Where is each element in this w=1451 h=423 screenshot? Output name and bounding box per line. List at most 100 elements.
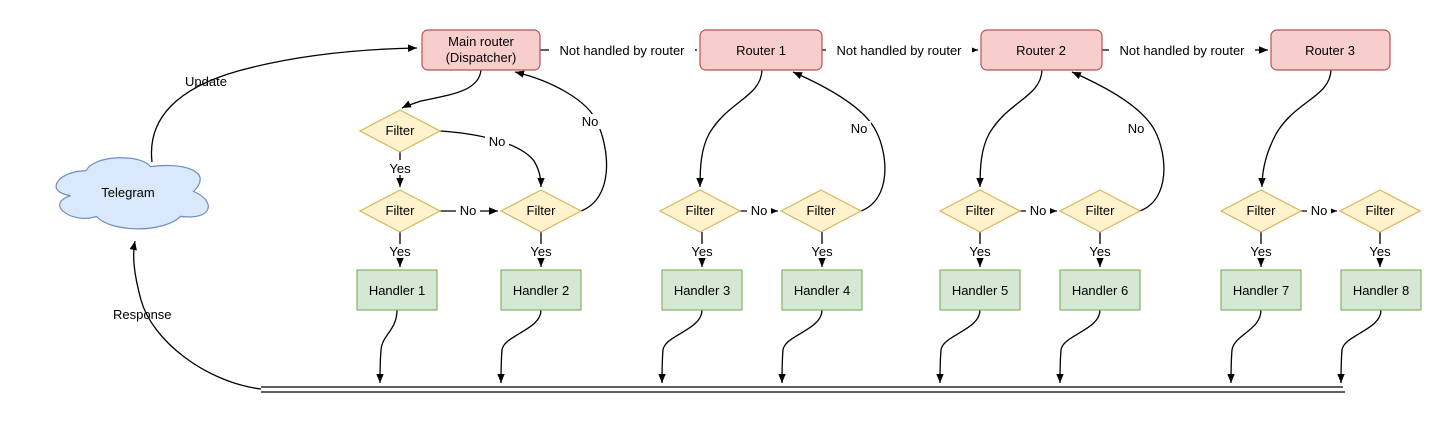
edge-handler6-to-bus (1056, 309, 1101, 384)
router-node-main: Main router (Dispatcher) (421, 29, 541, 71)
filter-a-label: Filter (386, 123, 416, 138)
edge-label-not-handled-1: Not handled by router (549, 42, 695, 58)
handler-4-label: Handler 4 (794, 283, 850, 298)
edge-filter4-no-to-router1 (792, 71, 886, 212)
filter-b-shape (358, 189, 442, 233)
edge-label-yes-7: Yes (1247, 244, 1275, 259)
label-bg (966, 244, 994, 258)
no-label: No (582, 114, 599, 129)
edge-filter-a-no-to-filter-c (439, 130, 545, 188)
handler-node-3: Handler 3 (661, 269, 743, 311)
label-bg (456, 204, 480, 219)
filter-7-shape (1219, 189, 1303, 233)
yes-label: Yes (811, 244, 833, 259)
filter-node-5: Filter (938, 189, 1022, 233)
edge-update (150, 44, 418, 163)
handler-6-label: Handler 6 (1072, 283, 1128, 298)
handler-node-5: Handler 5 (939, 269, 1021, 311)
label-bg (808, 244, 836, 258)
filter-3-shape (658, 189, 742, 233)
router-main-label-line1: Main router (448, 34, 514, 49)
router-node-2: Router 2 (980, 29, 1103, 71)
handler-3-label: Handler 3 (674, 283, 730, 298)
label-bg (1247, 244, 1275, 258)
handler-2-label: Handler 2 (513, 283, 569, 298)
router-2-shape (980, 29, 1103, 71)
handler-5-label: Handler 5 (952, 283, 1008, 298)
router-3-shape (1270, 29, 1391, 71)
edge-filter-c-no-to-main (514, 70, 608, 212)
yes-label: Yes (1369, 244, 1391, 259)
no-label: No (751, 203, 768, 218)
label-bg (1109, 42, 1255, 58)
filter-7-label: Filter (1247, 203, 1277, 218)
telegram-cloud-node: Telegram (55, 157, 209, 230)
no-label: No (1311, 203, 1328, 218)
yes-label: Yes (969, 244, 991, 259)
handler-6-shape (1059, 269, 1141, 311)
filter-node-4: Filter (779, 189, 863, 233)
router-main-label-line2: (Dispatcher) (446, 50, 517, 65)
filter-8-shape (1338, 189, 1422, 233)
router-1-label: Router 1 (736, 43, 786, 58)
edge-label-yes-3: Yes (688, 244, 716, 259)
label-bg (1086, 244, 1114, 258)
filter-node-7: Filter (1219, 189, 1303, 233)
edge-main-to-filter-a (401, 69, 482, 109)
label-bg (1366, 244, 1394, 258)
edge-handler8-to-bus (1337, 309, 1382, 384)
router-1-shape (699, 29, 823, 71)
edge-filter6-no-to-router2 (1071, 71, 1165, 212)
no-label: No (460, 203, 477, 218)
not-handled-label: Not handled by router (836, 43, 962, 58)
edge-label-yes-5: Yes (966, 244, 994, 259)
handler-2-shape (500, 269, 582, 311)
filter-6-label: Filter (1086, 203, 1116, 218)
edge-label-no-5-to-6: No (1026, 203, 1050, 219)
handler-node-8: Handler 8 (1340, 269, 1422, 311)
label-bg (826, 42, 972, 58)
filter-5-label: Filter (966, 203, 996, 218)
label-bg (386, 244, 414, 258)
router-2-label: Router 2 (1016, 43, 1066, 58)
edge-handler2-to-bus (497, 309, 542, 384)
edge-label-yes-8: Yes (1366, 244, 1394, 259)
router-node-3: Router 3 (1270, 29, 1391, 71)
filter-4-label: Filter (807, 203, 837, 218)
edge-label-yes-6: Yes (1086, 244, 1114, 259)
handler-7-label: Handler 7 (1233, 283, 1289, 298)
filter-4-shape (779, 189, 863, 233)
no-label: No (489, 134, 506, 149)
label-bg (549, 42, 695, 58)
yes-label: Yes (389, 244, 411, 259)
handler-node-6: Handler 6 (1059, 269, 1141, 311)
handler-8-label: Handler 8 (1353, 283, 1409, 298)
filter-node-b: Filter (358, 189, 442, 233)
label-bg (747, 204, 771, 219)
filter-6-shape (1058, 189, 1142, 233)
handler-4-shape (781, 269, 863, 311)
edge-label-yes-a: Yes (386, 160, 414, 176)
filter-node-6: Filter (1058, 189, 1142, 233)
cloud-shape (55, 157, 209, 230)
filter-c-shape (499, 189, 583, 233)
handler-node-2: Handler 2 (500, 269, 582, 311)
label-bg (847, 121, 871, 136)
label-bg (485, 134, 509, 149)
filter-node-c: Filter (499, 189, 583, 233)
edge-label-yes-1: Yes (386, 244, 414, 259)
no-label: No (851, 121, 868, 136)
edge-label-no-6-to-router2: No (1124, 121, 1148, 136)
edge-router3-to-filter (1258, 69, 1332, 188)
handler-node-7: Handler 7 (1220, 269, 1302, 311)
no-label: No (1128, 121, 1145, 136)
edge-handler1-to-bus (376, 309, 398, 384)
filter-a-shape (358, 109, 442, 153)
label-bg (1124, 121, 1148, 136)
edge-label-no-4-to-router1: No (847, 121, 871, 136)
yes-label: Yes (691, 244, 713, 259)
handler-node-4: Handler 4 (781, 269, 863, 311)
edge-label-no-a-to-c: No (485, 134, 509, 149)
